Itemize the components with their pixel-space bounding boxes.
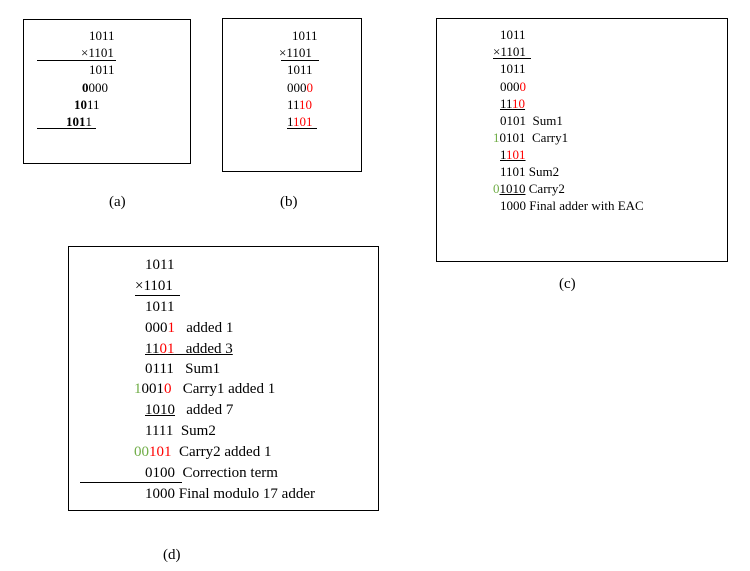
panel-c-line-4: 0000 [500,80,526,93]
panel-d-line-11: 0100 Correction term [145,465,278,481]
digits: 11 [287,97,300,112]
panel-a-rule-1 [37,60,116,61]
label: Carry2 added 1 [171,444,272,460]
panel-d-line-3: 1011 [145,299,175,315]
caption-d: (d) [163,547,181,563]
caption-c: (c) [559,276,576,292]
panel-d-line-2: ×1101 [135,278,173,294]
panel-c-line-6: 0101 Sum1 [500,113,563,128]
panel-d-line-8: 1010 added 7 [145,403,233,418]
underlined-digits: 1010 [145,402,175,418]
panel-b-rule-2 [287,128,317,129]
panel-c [436,18,728,262]
panel-c-line-11: 1000 Final adder with EAC [500,198,644,213]
panel-c-line-5: 1110 [500,97,525,110]
panel-c-line-1: 1011 [500,27,526,42]
green-digits: 0 [493,181,500,196]
panel-a-line-1: 1011 [89,28,115,43]
red-digits: 01 [159,341,175,357]
label: Carry2 [525,181,565,196]
green-digits: 00 [134,444,149,460]
panel-d-line-5: 1101 added 3 [145,342,233,357]
underlined-digits: 1010 [499,181,526,196]
panel-a-line-2: ×1101 [81,45,114,60]
red-digits: 0 [164,381,172,397]
panel-d-rule-1 [135,295,180,296]
red-digits: 10 [299,97,313,112]
panel-d-line-12: 1000 Final modulo 17 adder [145,486,315,502]
bold-digits: 101 [66,114,86,129]
panel-b-line-6: 1101 [287,115,313,128]
panel-d-rule-2 [80,482,182,483]
digits: 000 [145,320,168,336]
panel-c-line-10: 01010 Carry2 [493,182,565,195]
panel-c-line-8: 1101 [500,148,526,161]
caption-b: (b) [280,194,298,210]
digits: 000 [88,80,109,95]
panel-d-line-7: 10010 Carry1 added 1 [134,382,275,397]
digits: 0101 Carry1 [499,130,569,145]
digits: 1 [500,147,507,162]
panel-a-line-4: 0000 [82,81,108,94]
panel-b-line-2: ×1101 [279,45,312,60]
panel-a-line-6: 1011 [66,115,92,128]
red-digits: 101 [149,444,172,460]
digits: 000 [500,79,520,94]
panel-c-line-3: 1011 [500,61,526,76]
panel-c-line-2: ×1101 [493,44,526,59]
digits: 000 [287,80,307,95]
panel-a-line-3: 1011 [89,62,115,77]
panel-b-line-5: 1110 [287,98,312,111]
panel-b-rule-1 [281,60,319,61]
panel-b-line-3: 1011 [287,62,313,77]
green-digits: 1 [493,130,500,145]
label: added 7 [175,402,234,418]
digits: 1 [287,114,294,129]
label: Carry1 added 1 [171,381,276,397]
panel-d [68,246,379,511]
label: added 1 [175,320,234,336]
red-digits: 101 [506,147,526,162]
panel-a-line-5: 1011 [74,98,100,111]
panel-c-line-9: 1101 Sum2 [500,164,560,179]
red-digits: 0 [306,80,314,95]
bold-digits: 0 [82,80,89,95]
label: added 3 [174,341,233,357]
panel-c-line-7: 10101 Carry1 [493,131,568,144]
panel-d-line-9: 1111 Sum2 [145,423,216,439]
panel-d-line-4: 0001 added 1 [145,321,233,336]
red-digits: 1 [167,320,176,336]
panel-a [23,19,191,164]
panel-d-line-6: 0111 Sum1 [145,361,221,377]
panel-b-line-1: 1011 [292,28,318,43]
digits: 11 [87,97,100,112]
green-digits: 1 [134,381,142,397]
red-digits: 0 [519,79,527,94]
panel-d-line-1: 1011 [145,257,175,273]
digits: 11 [500,96,513,111]
red-digits: 10 [512,96,526,111]
panel-c-rule-1 [493,58,531,59]
panel-b [222,18,362,172]
caption-a: (a) [109,194,126,210]
digits: 1 [85,114,93,129]
digits: 001 [141,381,165,397]
panel-b-line-4: 0000 [287,81,313,94]
panel-a-rule-2 [37,128,96,129]
bold-digits: 10 [74,97,87,112]
panel-d-line-10: 00101 Carry2 added 1 [134,445,271,460]
digits: 11 [145,341,160,357]
red-digits: 101 [293,114,313,129]
